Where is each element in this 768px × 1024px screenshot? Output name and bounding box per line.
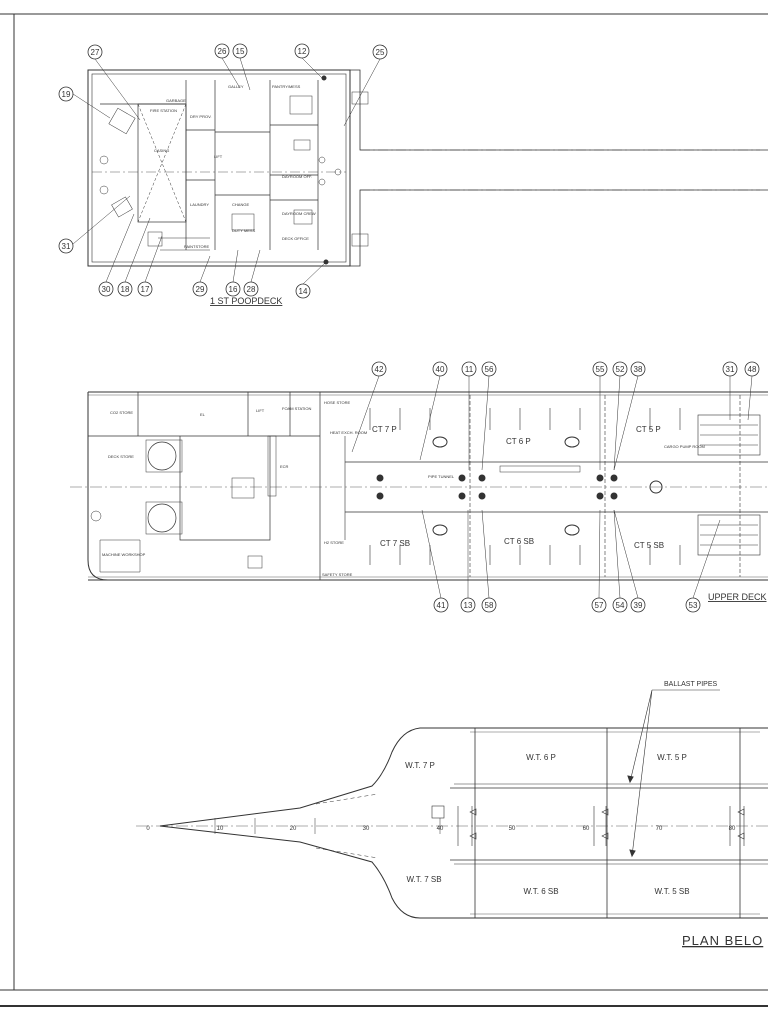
callout-56: 56: [485, 365, 494, 374]
poopdeck-title: 1 ST POOPDECK: [210, 296, 282, 306]
callout-19: 19: [62, 90, 71, 99]
tank-ct6p: CT 6 P: [506, 437, 531, 446]
room-duty-mess: DUTY MESS: [232, 228, 256, 233]
callout-54: 54: [616, 601, 625, 610]
callout-28: 28: [247, 285, 256, 294]
callout-40: 40: [436, 365, 445, 374]
poopdeck-room-labels: GARBAGE FIRE STATION GALLEY PANTRY/MESS …: [150, 84, 316, 249]
callout-13: 13: [464, 601, 473, 610]
wt6sb: W.T. 6 SB: [523, 887, 558, 896]
poopdeck-callouts: 27 26 15 12 25 19 31 30 18 17 29 16 28 1…: [58, 43, 388, 299]
room-h2-store: H2 STORE: [324, 540, 344, 545]
tank-ct7sb: CT 7 SB: [380, 539, 410, 548]
room-safety-store: SAFETY STORE: [322, 572, 353, 577]
room-hose-store: HOSE STORE: [324, 400, 350, 405]
callout-31b: 31: [726, 365, 735, 374]
room-foam-station: FOAM STATION: [282, 406, 312, 411]
room-pantry-mess: PANTRY/MESS: [272, 84, 301, 89]
room-pipe-tunnel: PIPE TUNNEL: [428, 474, 455, 479]
poopdeck-plan: [87, 69, 768, 267]
room-fire-station: FIRE STATION: [150, 108, 177, 113]
callout-48: 48: [748, 365, 757, 374]
room-casing: CASING: [154, 148, 169, 153]
plan-below-hull: [136, 689, 768, 919]
callout-39: 39: [634, 601, 643, 610]
frame-20: 20: [290, 826, 297, 832]
room-laundry: LAUNDRY: [190, 202, 209, 207]
room-galley: GALLEY: [228, 84, 244, 89]
room-garbage: GARBAGE: [166, 98, 186, 103]
tank-ct5sb: CT 5 SB: [634, 541, 664, 550]
callout-41: 41: [437, 601, 446, 610]
room-el: EL: [200, 412, 206, 417]
callout-52: 52: [616, 365, 625, 374]
plan-below-tank-labels: W.T. 7 P W.T. 6 P W.T. 5 P W.T. 7 SB W.T…: [405, 753, 689, 896]
room-lift: LIFT: [256, 408, 265, 413]
frame-60: 60: [583, 826, 590, 832]
callout-55: 55: [596, 365, 605, 374]
callout-57: 57: [595, 601, 604, 610]
frame-50: 50: [509, 826, 516, 832]
room-machine-workshop: MACHINE WORKSHOP: [102, 552, 146, 557]
room-deck-store: DECK STORE: [108, 454, 134, 459]
tank-ct5p: CT 5 P: [636, 425, 661, 434]
frame-70: 70: [656, 826, 663, 832]
room-lift: LIFT: [214, 154, 223, 159]
tank-ct6sb: CT 6 SB: [504, 537, 534, 546]
upperdeck-plan: [70, 391, 768, 581]
callout-29: 29: [196, 285, 205, 294]
callout-11: 11: [465, 365, 474, 374]
tank-ct7p: CT 7 P: [372, 425, 397, 434]
callout-53: 53: [689, 601, 698, 610]
callout-42: 42: [375, 365, 384, 374]
upperdeck-tank-labels: CT 7 P CT 6 P CT 5 P CT 7 SB CT 6 SB CT …: [372, 425, 664, 550]
frame-numbers: 0 10 20 30 40 50 60 70 80: [146, 826, 736, 832]
wt7p: W.T. 7 P: [405, 761, 435, 770]
wt7sb: W.T. 7 SB: [406, 875, 441, 884]
frame-80: 80: [729, 826, 736, 832]
callout-30: 30: [102, 285, 111, 294]
callout-16: 16: [229, 285, 238, 294]
room-co2-store: CO2 STORE: [110, 410, 133, 415]
room-cargo-pump: CARGO PUMP ROOM: [664, 444, 705, 449]
room-dayroom-crew: DAYROOM CREW: [282, 211, 316, 216]
callout-14: 14: [299, 287, 308, 296]
frame-0: 0: [146, 826, 150, 832]
wt6p: W.T. 6 P: [526, 753, 556, 762]
room-deck-office: DECK OFFICE: [282, 236, 309, 241]
callout-17: 17: [141, 285, 150, 294]
room-paintstore: PAINTSTORE: [184, 244, 210, 249]
callout-15: 15: [236, 47, 245, 56]
ballast-pipes-note: BALLAST PIPES: [664, 681, 718, 688]
upperdeck-callouts: 42 40 11 56 55 52 38 31 48 41 13 58 57 5…: [351, 361, 760, 613]
callout-26: 26: [218, 47, 227, 56]
callout-25: 25: [376, 48, 385, 57]
callout-38: 38: [634, 365, 643, 374]
wt5p: W.T. 5 P: [657, 753, 687, 762]
callout-58: 58: [485, 601, 494, 610]
callout-18: 18: [121, 285, 130, 294]
frame-10: 10: [217, 826, 224, 832]
wt5sb: W.T. 5 SB: [654, 887, 689, 896]
room-heat-exch: HEAT EXCH. ROOM: [330, 430, 367, 435]
room-change: CHANGE: [232, 202, 249, 207]
frame-30: 30: [363, 826, 370, 832]
room-dayroom-off: DAYROOM OFF.: [282, 174, 312, 179]
plan-below-title: PLAN BELO: [682, 933, 763, 948]
callout-31: 31: [62, 242, 71, 251]
frame-40: 40: [437, 826, 444, 832]
callout-27: 27: [91, 48, 100, 57]
callout-12: 12: [298, 47, 307, 56]
room-dry-prov: DRY PROV.: [190, 114, 212, 119]
upperdeck-room-labels: CO2 STORE DECK STORE FOAM STATION HOSE S…: [102, 400, 705, 577]
room-ecr: ECR: [280, 464, 289, 469]
upperdeck-title: UPPER DECK: [708, 592, 767, 602]
